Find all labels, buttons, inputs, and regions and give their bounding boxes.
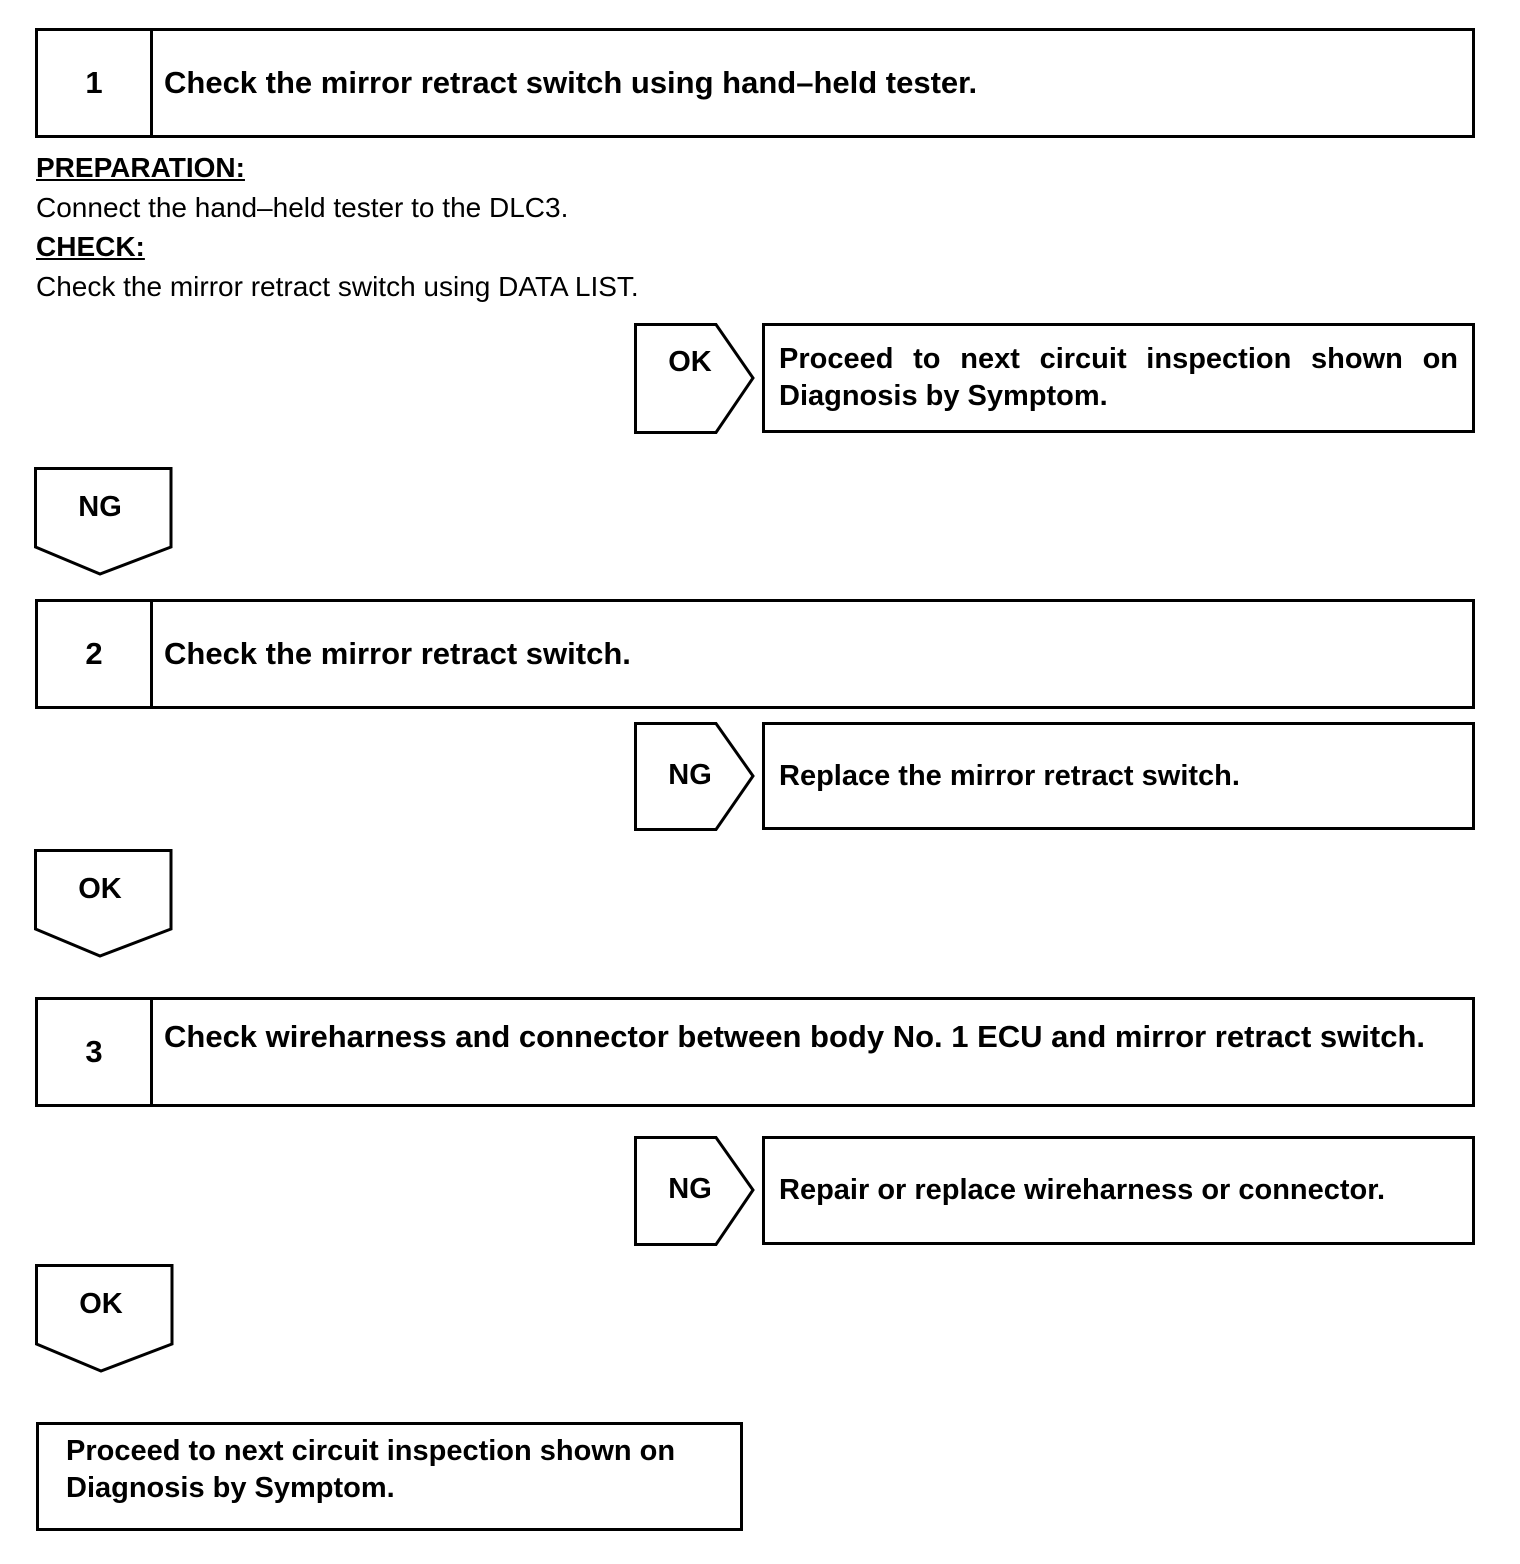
branch-1-result-text: Proceed to next circuit inspection shown… [779, 343, 1458, 412]
preparation-label: PREPARATION: [36, 152, 245, 183]
step-3-box: 3 Check wireharness and connector betwee… [35, 997, 1475, 1107]
down-arrow-3 [35, 1264, 174, 1373]
step-2-title: Check the mirror retract switch. [164, 636, 631, 671]
down-arrow-2 [34, 849, 173, 958]
step-1-title: Check the mirror retract switch using ha… [164, 65, 978, 100]
branch-2-result-text: Replace the mirror retract switch. [779, 759, 1240, 792]
branch-3-result-box: Repair or replace wireharness or connect… [762, 1136, 1475, 1245]
down-arrow-2-label: OK [78, 873, 122, 905]
branch-1-label: OK [668, 346, 712, 378]
check-text: Check the mirror retract switch using DA… [36, 271, 639, 302]
branch-3-right-arrow [634, 1136, 755, 1246]
branch-2-label: NG [668, 759, 712, 791]
branch-3-label: NG [668, 1173, 712, 1205]
branch-2-result-box: Replace the mirror retract switch. [762, 722, 1475, 830]
down-arrow-1-label: NG [78, 491, 122, 523]
branch-3-result-text: Repair or replace wireharness or connect… [779, 1174, 1386, 1206]
step-2-box: 2 Check the mirror retract switch. [35, 599, 1475, 709]
step-1-number: 1 [38, 31, 153, 135]
step-2-number: 2 [38, 602, 153, 706]
preparation-text: Connect the hand–held tester to the DLC3… [36, 192, 569, 223]
branch-1-result-box: Proceed to next circuit inspection shown… [762, 323, 1475, 433]
step-1-box: 1 Check the mirror retract switch using … [35, 28, 1475, 138]
down-arrow-1 [34, 467, 173, 576]
check-label: CHECK: [36, 231, 145, 262]
step-3-number: 3 [38, 1000, 153, 1104]
step-3-title: Check wireharness and connector between … [164, 1019, 1425, 1054]
branch-1-right-arrow [634, 323, 755, 434]
final-result-text: Proceed to next circuit inspection shown… [66, 1435, 676, 1504]
branch-2-right-arrow [634, 722, 755, 831]
final-result-box: Proceed to next circuit inspection shown… [36, 1422, 743, 1531]
down-arrow-3-label: OK [79, 1288, 123, 1320]
